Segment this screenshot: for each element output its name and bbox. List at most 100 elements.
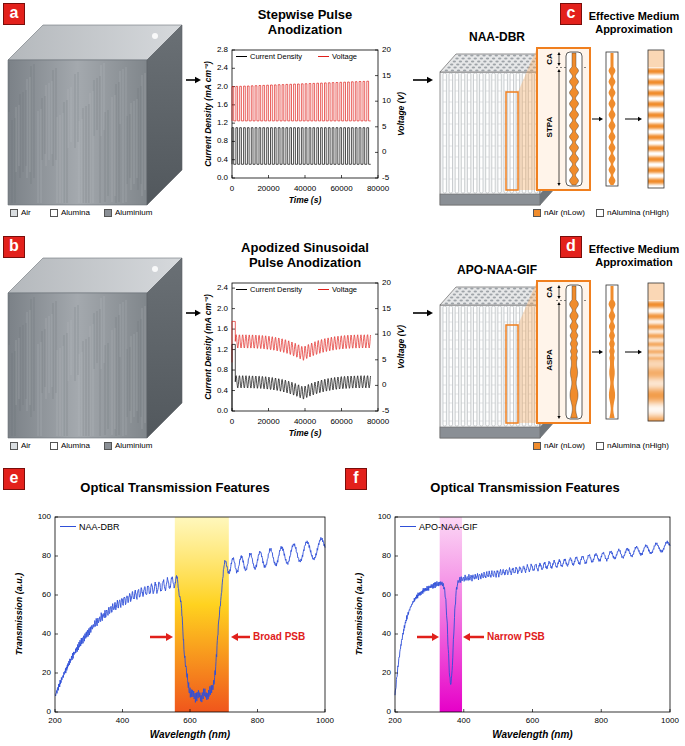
effective-index-band — [648, 151, 664, 152]
pore-opening — [480, 297, 483, 299]
effective-index-band — [648, 387, 664, 388]
brushed-texture — [119, 315, 120, 435]
effective-index-band — [648, 119, 664, 120]
pore-modulation — [480, 168, 483, 169]
tick-label: 20 — [382, 278, 391, 287]
pore-opening — [508, 67, 511, 69]
arrow-line — [413, 312, 427, 314]
effective-index-band — [648, 405, 664, 406]
pore-modulation — [492, 358, 495, 359]
pore-modulation — [480, 157, 483, 158]
pore-opening — [474, 291, 477, 293]
effective-index-band — [648, 303, 664, 304]
pore-modulation — [480, 358, 483, 359]
legend-line-sample — [318, 56, 329, 57]
tick-label: 40 — [42, 629, 51, 638]
tick — [190, 709, 191, 712]
effective-index-band — [648, 353, 664, 354]
arrow-head — [166, 633, 173, 641]
pore-modulation — [510, 376, 513, 377]
tick-label: 0.0 — [217, 406, 228, 415]
pore-opening — [483, 294, 486, 296]
pore-modulation — [449, 358, 452, 359]
pore-modulation — [498, 313, 501, 314]
panel-title: Stepwise Pulse Anodization — [240, 8, 370, 38]
effective-index-band — [648, 390, 664, 391]
tick-label: 10 — [382, 97, 391, 106]
pore-modulation — [480, 91, 483, 92]
effective-index-band — [648, 185, 664, 186]
tick — [395, 634, 398, 635]
pore-opening — [514, 61, 517, 63]
effective-index-band — [648, 363, 664, 364]
pore-opening — [480, 58, 483, 60]
effective-index-band — [648, 117, 664, 118]
pore-modulation — [492, 367, 495, 368]
pore-modulation — [461, 146, 464, 147]
pore-modulation — [467, 421, 470, 422]
effective-index-band — [648, 360, 664, 361]
tick-label: -5 — [382, 406, 389, 415]
pore-modulation — [498, 349, 501, 350]
pore-modulation — [480, 80, 483, 81]
tick — [268, 175, 269, 178]
pore-opening — [510, 291, 513, 293]
effective-index-band — [648, 93, 664, 94]
effective-index-band — [648, 78, 664, 79]
pore-modulation — [455, 385, 458, 386]
effective-index-band — [648, 302, 664, 303]
tick — [378, 175, 379, 178]
effective-index-band — [648, 330, 664, 331]
tick-label: 1.6 — [217, 324, 228, 333]
pore-modulation — [461, 385, 464, 386]
brushed-texture — [68, 322, 69, 381]
legend-line-sample — [318, 289, 329, 290]
pore-modulation — [449, 403, 452, 404]
effective-index-band — [648, 120, 664, 121]
brushed-texture — [79, 121, 80, 203]
effective-index-band — [648, 59, 664, 60]
arrow-line — [238, 636, 250, 639]
effective-index-band — [648, 162, 664, 163]
pore-opening — [459, 294, 462, 296]
arrow-line — [559, 360, 560, 416]
effective-index-band — [648, 324, 664, 325]
effective-index-band — [648, 376, 664, 377]
pore-modulation — [510, 80, 513, 81]
pore-modulation — [449, 322, 452, 323]
brushed-texture — [49, 316, 50, 393]
pore — [461, 306, 464, 426]
arrow-head — [557, 183, 560, 186]
effective-index-band — [648, 312, 664, 313]
pore — [486, 306, 489, 426]
brushed-texture — [16, 340, 17, 405]
brushed-texture — [134, 101, 135, 184]
panel-title: Apodized Sinusoidal Pulse Anodization — [229, 241, 381, 271]
legend-label: Current Density — [250, 53, 302, 62]
pore-modulation — [492, 394, 495, 395]
effective-index-band — [648, 291, 664, 292]
effective-index-band — [648, 79, 664, 80]
effective-index-band — [648, 299, 664, 300]
effective-index-band — [648, 371, 664, 372]
pore-modulation — [492, 349, 495, 350]
effective-index-band — [648, 105, 664, 106]
pore-modulation — [516, 80, 519, 81]
pore-modulation — [510, 385, 513, 386]
pore-opening — [468, 291, 471, 293]
pore-modulation — [498, 322, 501, 323]
pore-modulation — [486, 358, 489, 359]
brushed-texture — [83, 108, 84, 203]
pore-modulation — [455, 113, 458, 114]
brushed-texture — [31, 299, 32, 417]
pore-modulation — [480, 412, 483, 413]
legend-swatch — [50, 442, 58, 450]
pore-opening — [495, 288, 498, 290]
brushed-texture — [20, 94, 21, 178]
pore-modulation — [443, 340, 446, 341]
tick — [232, 308, 235, 309]
pore-opening — [468, 297, 471, 299]
pore-modulation — [474, 157, 477, 158]
pore-opening — [489, 294, 492, 296]
